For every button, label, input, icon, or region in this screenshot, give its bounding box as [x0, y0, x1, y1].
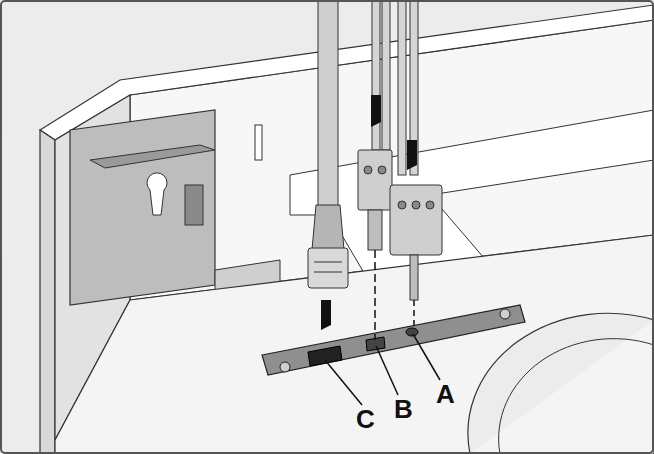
rj45-port — [308, 346, 342, 366]
leader-line — [413, 334, 440, 380]
insertion-line — [413, 300, 415, 328]
terminal-connector — [390, 185, 442, 255]
connector-plate — [262, 305, 525, 375]
leader-line — [376, 346, 398, 395]
fan-ring — [499, 339, 654, 454]
insert-arrow — [371, 95, 381, 122]
wire — [410, 0, 418, 175]
terminal-screw — [426, 201, 434, 209]
left-wall-edge — [40, 130, 55, 454]
network-cable — [318, 0, 338, 210]
callout-letter: C — [356, 406, 375, 432]
plug-line — [314, 272, 342, 273]
callout-letter: B — [394, 396, 413, 422]
insert-arrow — [407, 140, 417, 165]
fan-outline — [468, 313, 654, 454]
insertion-line — [374, 250, 376, 340]
plug-line — [314, 262, 342, 263]
mounting-bracket — [70, 110, 215, 305]
plate-screw — [500, 309, 510, 319]
leader-line — [325, 360, 362, 405]
bracket-tab — [185, 185, 203, 225]
keyhole — [147, 173, 167, 215]
insert-arrow — [321, 300, 331, 325]
bracket-clip — [90, 145, 215, 168]
pin-plug — [368, 210, 382, 250]
plate-screw — [280, 362, 290, 372]
terminal-connector — [358, 150, 392, 210]
terminal-screw — [412, 201, 420, 209]
insert-arrows — [326, 95, 412, 325]
pin-hole — [406, 328, 418, 336]
wire — [382, 0, 390, 150]
floor — [55, 235, 654, 454]
cable-boot — [312, 205, 344, 250]
terminal-screw — [378, 166, 386, 174]
callout-letter: A — [436, 381, 455, 407]
wire — [372, 0, 380, 150]
top-rim — [40, 5, 654, 140]
terminal-screw — [364, 166, 372, 174]
slot — [255, 125, 262, 160]
jack-pin — [410, 255, 418, 300]
terminal-screw — [398, 201, 406, 209]
rj45-plug — [308, 248, 348, 288]
wire — [398, 0, 406, 175]
